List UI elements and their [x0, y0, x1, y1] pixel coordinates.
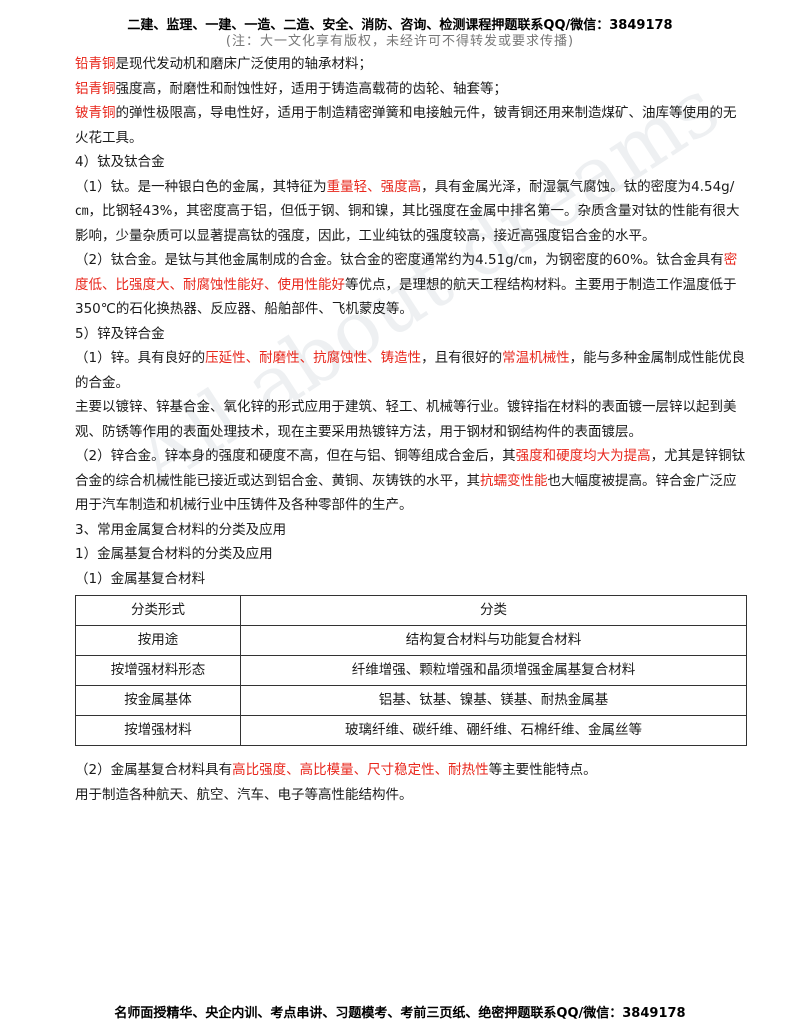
table-header-cell: 分类: [240, 595, 747, 626]
body-text: 的弹性极限高，导电性好，适用于制造精密弹簧和电接触元件，铍青铜还用来制造煤矿、油…: [75, 105, 737, 146]
paragraph-mmc-use: 用于制造各种航天、航空、汽车、电子等高性能结构件。: [75, 783, 747, 808]
body-text: ，且有很好的: [421, 350, 503, 366]
table-cell: 按增强材料: [75, 715, 241, 746]
footer-banner: 名师面授精华、央企内训、考点串讲、习题模考、考前三页纸、绝密押题联系QQ/微信：…: [114, 1006, 686, 1021]
paragraph-titanium: （1）钛。是一种银白色的金属，其特征为重量轻、强度高，具有金属光泽，耐湿氯气腐蚀…: [75, 175, 747, 249]
body-text: 是现代发动机和磨床广泛使用的轴承材料；: [115, 56, 373, 72]
table-cell: 按金属基体: [75, 685, 241, 716]
body-text: （1）金属基复合材料: [75, 570, 206, 587]
header-banner: 二建、监理、一建、一造、二造、安全、消防、咨询、检测课程押题联系QQ/微信：38…: [127, 18, 673, 33]
paragraph-titanium-alloy: （2）钛合金。是钛与其他金属制成的合金。钛合金的密度通常约为4.51g/㎝，为钢…: [75, 248, 747, 322]
highlight-text: 重量轻、强度高: [326, 178, 422, 195]
highlight-text: 抗蠕变性能: [480, 472, 548, 489]
highlight-text: 压延性、耐磨性、抗腐蚀性、铸造性: [205, 350, 422, 366]
body-text: 5）锌及锌合金: [75, 325, 165, 342]
body-text: 主要以镀锌、锌基合金、氧化锌的形式应用于建筑、轻工、机械等行业。镀锌指在材料的表…: [75, 399, 737, 440]
body-text: 3、常用金属复合材料的分类及应用: [75, 521, 287, 538]
table-cell: 按增强材料形态: [75, 655, 241, 686]
table-row: 按金属基体 铝基、钛基、镍基、镁基、耐热金属基: [75, 685, 747, 716]
highlight-text: 常温机械性: [502, 350, 570, 366]
body-text: ，尤其是锌铜钛合金的综合机械性能已接近或达到铝合金、黄铜、灰铸铁的水平，其: [75, 448, 746, 489]
table-row: 按用途 结构复合材料与功能复合材料: [75, 625, 747, 656]
highlight-text: 高比强度、高比模量、尺寸稳定性、耐热性: [232, 762, 489, 778]
body-text: 等主要性能特点。: [488, 762, 597, 778]
after-table-paragraphs: （2）金属基复合材料具有高比强度、高比模量、尺寸稳定性、耐热性等主要性能特点。用…: [75, 758, 747, 807]
body-text: （1）钛。是一种银白色的金属，其特征为: [75, 178, 327, 195]
highlight-text: 密度低、比强度大、耐腐蚀性能好、使用性能好: [75, 252, 738, 293]
body-text: 1）金属基复合材料的分类及应用: [75, 546, 273, 562]
table-cell: 玻璃纤维、碳纤维、硼纤维、石棉纤维、金属丝等: [240, 715, 747, 746]
body-text: 也大幅度被提高。锌合金广泛应用于汽车制造和机械行业中压铸件及各种零部件的生产。: [75, 472, 737, 514]
body-text: （2）锌合金。锌本身的强度和硬度不高，但在与铝、铜等组成合金后，其: [75, 448, 516, 464]
body-text: （2）金属基复合材料具有: [75, 762, 233, 778]
paragraph-al-bronze: 铝青铜强度高，耐磨性和耐蚀性好，适用于铸造高载荷的齿轮、轴套等；: [75, 77, 747, 102]
highlight-text: 铍青铜: [75, 105, 116, 121]
body-text: 等优点，是理想的航天工程结构材料。主要用于制造工作温度低于350℃的石化换热器、…: [75, 276, 737, 318]
table-header-row: 分类形式 分类: [75, 595, 747, 626]
paragraph-section-3: 3、常用金属复合材料的分类及应用: [75, 518, 747, 543]
table-header-cell: 分类形式: [75, 595, 241, 626]
body-text: 强度高，耐磨性和耐蚀性好，适用于铸造高载荷的齿轮、轴套等；: [115, 80, 508, 97]
paragraph-zinc-alloy: （2）锌合金。锌本身的强度和硬度不高，但在与铝、铜等组成合金后，其强度和硬度均大…: [75, 444, 747, 518]
table-row: 按增强材料形态 纤维增强、颗粒增强和晶须增强金属基复合材料: [75, 655, 747, 686]
paragraph-zinc: （1）锌。具有良好的压延性、耐磨性、抗腐蚀性、铸造性，且有很好的常温机械性，能与…: [75, 346, 747, 395]
paragraph-be-bronze: 铍青铜的弹性极限高，导电性好，适用于制造精密弹簧和电接触元件，铍青铜还用来制造煤…: [75, 101, 747, 150]
body-text: （1）锌。具有良好的: [75, 350, 206, 366]
table-cell: 铝基、钛基、镍基、镁基、耐热金属基: [240, 685, 747, 716]
table-cell: 按用途: [75, 625, 241, 656]
paragraph-lead-bronze: 铅青铜是现代发动机和磨床广泛使用的轴承材料；: [75, 52, 747, 77]
body-text: （2）钛合金。是钛与其他金属制成的合金。钛合金的密度通常约为4.51g/㎝，为钢…: [75, 252, 724, 268]
classification-table: 分类形式 分类 按用途 结构复合材料与功能复合材料 按增强材料形态 纤维增强、颗…: [75, 595, 747, 746]
document-body: 铅青铜是现代发动机和磨床广泛使用的轴承材料；铝青铜强度高，耐磨性和耐蚀性好，适用…: [75, 52, 747, 807]
table-row: 按增强材料 玻璃纤维、碳纤维、硼纤维、石棉纤维、金属丝等: [75, 715, 747, 746]
body-text: ，具有金属光泽，耐湿氯气腐蚀。钛的密度为4.54g/㎝，比钢轻43%，其密度高于…: [75, 178, 740, 244]
paragraph-section-4: 4）钛及钛合金: [75, 150, 747, 175]
paragraph-zinc-use: 主要以镀锌、锌基合金、氧化锌的形式应用于建筑、轻工、机械等行业。镀锌指在材料的表…: [75, 395, 747, 444]
highlight-text: 铝青铜: [75, 80, 116, 97]
paragraph-section-5: 5）锌及锌合金: [75, 322, 747, 347]
paragraph-list: 铅青铜是现代发动机和磨床广泛使用的轴承材料；铝青铜强度高，耐磨性和耐蚀性好，适用…: [75, 52, 747, 591]
copyright-notice: (注：大一文化享有版权，未经许可不得转发或要求传播): [225, 34, 575, 49]
body-text: ，能与多种金属制成性能优良的合金。: [75, 350, 746, 391]
paragraph-section-3-1: 1）金属基复合材料的分类及应用: [75, 542, 747, 567]
body-text: 4）钛及钛合金: [75, 154, 165, 170]
paragraph-mmc-properties: （2）金属基复合材料具有高比强度、高比模量、尺寸稳定性、耐热性等主要性能特点。: [75, 758, 747, 783]
paragraph-section-3-1-1: （1）金属基复合材料: [75, 567, 747, 592]
table-cell: 纤维增强、颗粒增强和晶须增强金属基复合材料: [240, 655, 747, 686]
body-text: 用于制造各种航天、航空、汽车、电子等高性能结构件。: [75, 786, 413, 803]
highlight-text: 强度和硬度均大为提高: [515, 448, 651, 464]
table-cell: 结构复合材料与功能复合材料: [240, 625, 747, 656]
highlight-text: 铅青铜: [75, 56, 116, 72]
